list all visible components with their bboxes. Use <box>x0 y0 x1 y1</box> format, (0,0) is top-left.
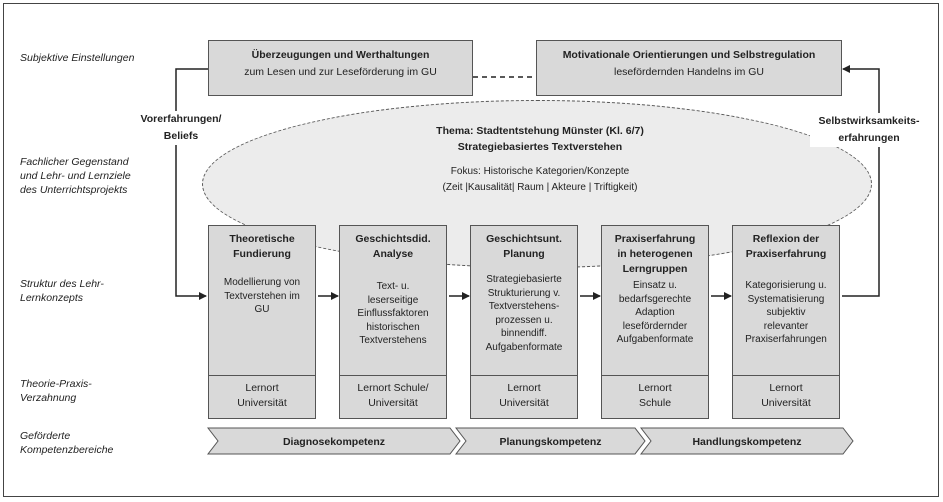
right-arrow-path <box>842 65 880 297</box>
row-label-structure: Struktur des Lehr- Lernkonzepts <box>20 278 104 304</box>
diagram-frame <box>3 3 939 497</box>
motivation-box: Motivationale Orientierungen und Selbstr… <box>536 40 842 96</box>
column-place: Lernort Schule/ Universität <box>339 376 447 419</box>
side-label-prior-experience: Vorerfahrungen/ Beliefs <box>128 111 234 145</box>
column-main-box: Reflexion der Praxiserfahrung Kategorisi… <box>732 225 840 376</box>
beliefs-title: Überzeugungen und Werthaltungen <box>251 49 430 61</box>
column-title: Praxiserfahrung in heterogenen Lerngrupp… <box>614 233 696 275</box>
chevron-action <box>639 427 854 455</box>
column-main-box: Praxiserfahrung in heterogenen Lerngrupp… <box>601 225 709 376</box>
row-label-theory-practice: Theorie-Praxis- Verzahnung <box>20 378 92 404</box>
side-label-self-efficacy: Selbstwirksamkeits- erfahrungen <box>810 113 928 147</box>
beliefs-box: Überzeugungen und Werthaltungen zum Lese… <box>208 40 473 96</box>
row-label-subjective: Subjektive Einstellungen <box>20 52 135 64</box>
chevron-planning <box>454 427 646 455</box>
row-label-competences: Geförderte Kompetenzbereiche <box>20 430 114 456</box>
motivation-title: Motivationale Orientierungen und Selbstr… <box>562 49 816 61</box>
column-main-box: Geschichtsdid. Analyse Text- u. lesersei… <box>339 225 447 376</box>
column-place: Lernort Universität <box>208 376 316 419</box>
competence-diagnosis: Diagnosekompetenz <box>282 436 386 448</box>
theme-subtitle: Strategiebasiertes Textverstehen <box>457 141 623 153</box>
column-description: Kategorisierung u. Systematisierung subj… <box>745 280 827 345</box>
competence-action: Handlungskompetenz <box>692 436 802 448</box>
column-title: Geschichtsunt. Planung <box>486 233 562 260</box>
left-arrow-path <box>175 68 208 300</box>
row-label-subject-matter: Fachlicher Gegenstand und Lehr- und Lern… <box>20 156 131 196</box>
column-description: Text- u. leserseitige Einflussfaktoren h… <box>357 281 429 346</box>
theme-title: Thema: Stadtentstehung Münster (Kl. 6/7) <box>436 125 644 137</box>
column-place: Lernort Universität <box>470 376 578 419</box>
beliefs-subtitle: zum Lesen und zur Leseförderung im GU <box>244 66 437 78</box>
column-description: Einsatz u. bedarfsgerechte Adaption lese… <box>616 280 694 345</box>
motivation-subtitle: lesefördernden Handelns im GU <box>614 66 764 78</box>
competence-planning: Planungskompetenz <box>499 436 602 448</box>
column-title: Theoretische Fundierung <box>229 233 295 260</box>
chevron-diagnosis <box>206 427 461 455</box>
column-place: Lernort Universität <box>732 376 840 419</box>
column-description: Strategiebasierte Strukturierung v. Text… <box>485 274 563 353</box>
column-title: Geschichtsdid. Analyse <box>355 233 431 260</box>
theme-focus: Fokus: Historische Kategorien/Konzepte <box>450 166 630 177</box>
column-place: Lernort Schule <box>601 376 709 419</box>
column-main-box: Theoretische Fundierung Modellierung von… <box>208 225 316 376</box>
column-main-box: Geschichtsunt. Planung Strategiebasierte… <box>470 225 578 376</box>
column-title: Reflexion der Praxiserfahrung <box>745 233 827 260</box>
column-description: Modellierung von Textverstehen im GU <box>223 277 301 315</box>
theme-categories: (Zeit |Kausalität| Raum | Akteure | Trif… <box>442 182 638 193</box>
